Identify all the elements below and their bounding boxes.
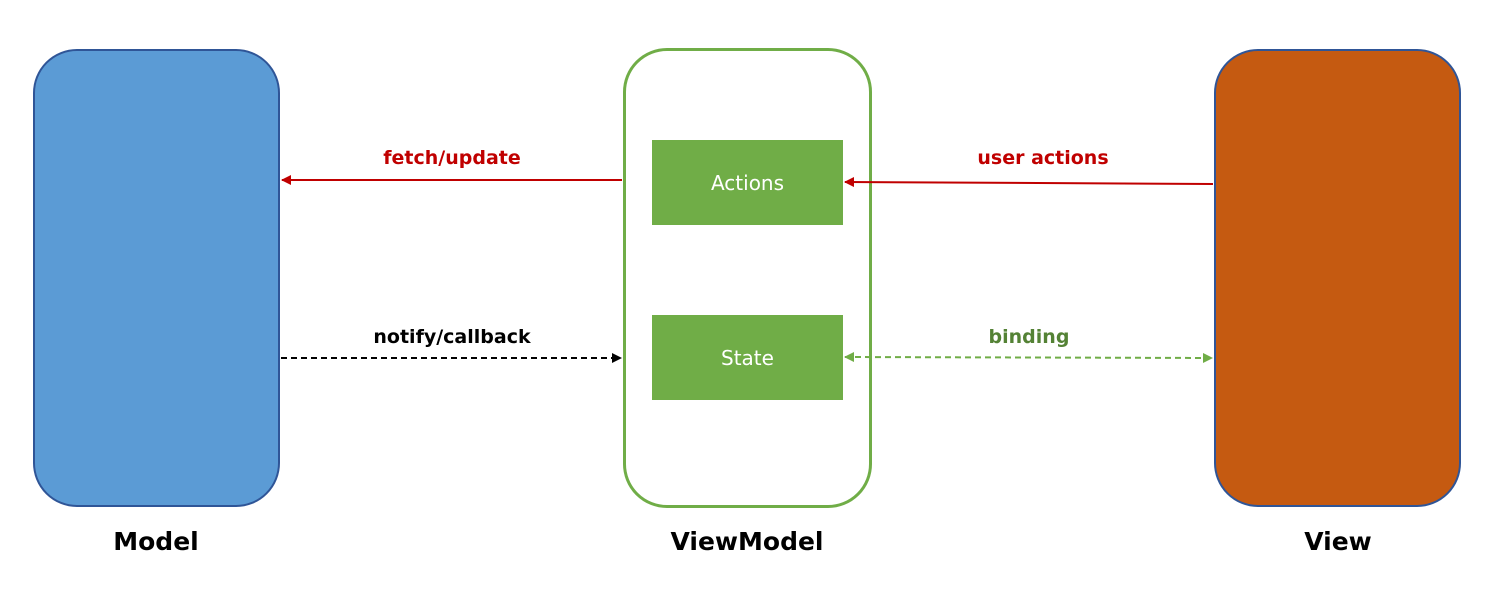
- state-box: State: [652, 315, 843, 400]
- notify-callback-label: notify/callback: [373, 326, 531, 348]
- model-label: Model: [113, 527, 199, 556]
- view-box: [1214, 49, 1461, 507]
- actions-box: Actions: [652, 140, 843, 225]
- user-actions-arrow: [844, 177, 1214, 188]
- user-actions-label: user actions: [977, 147, 1109, 169]
- viewmodel-box: [623, 48, 872, 508]
- state-label: State: [721, 345, 774, 370]
- view-label: View: [1304, 527, 1372, 556]
- binding-label: binding: [988, 326, 1070, 348]
- fetch-update-label: fetch/update: [383, 147, 521, 169]
- model-box: [33, 49, 280, 507]
- binding-arrow: [844, 352, 1213, 363]
- viewmodel-label: ViewModel: [670, 527, 824, 556]
- actions-label: Actions: [710, 170, 785, 195]
